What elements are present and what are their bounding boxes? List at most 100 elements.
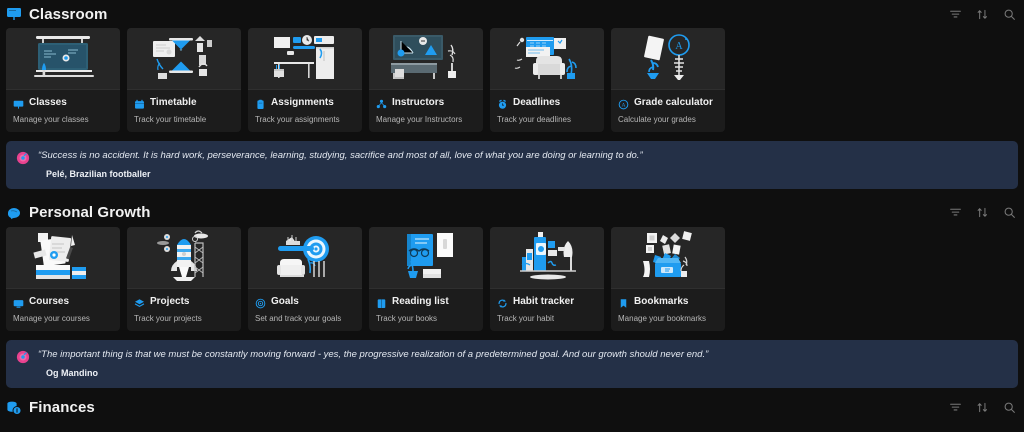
section-tools-finances (949, 401, 1016, 414)
card-subtitle: Manage your bookmarks (618, 313, 707, 323)
card-label-row: Goals (255, 295, 355, 309)
section-title-wrap: Finances (6, 399, 95, 416)
card-label-row: Projects (134, 296, 234, 307)
card-courses[interactable]: Courses Manage your courses (6, 226, 120, 331)
sort-icon[interactable] (976, 8, 989, 21)
classroom-board-icon (6, 6, 22, 22)
card-habit-tracker[interactable]: Habit tracker Track your habit (490, 226, 604, 331)
search-icon[interactable] (1003, 206, 1016, 219)
card-label-row: Deadlines (497, 97, 597, 109)
card-label-row: Timetable (134, 97, 234, 109)
card-illustration-reading (369, 226, 483, 289)
filter-icon[interactable] (949, 206, 962, 219)
card-subtitle: Set and track your goals (255, 313, 342, 323)
grade-icon: A (618, 97, 629, 110)
quote-banner-personal-growth: “The important thing is that we must be … (6, 339, 1018, 388)
card-label-row: Habit tracker (497, 295, 597, 308)
card-body: Habit tracker Track your habit (490, 289, 604, 331)
card-subtitle: Calculate your grades (618, 115, 696, 124)
filter-icon[interactable] (949, 401, 962, 414)
quote-text: “Success is no accident. It is hard work… (38, 150, 643, 161)
card-subtitle: Track your timetable (134, 115, 207, 124)
section-header-classroom: Classroom (0, 0, 1024, 28)
section-header-finances: Finances (0, 394, 1024, 422)
card-assignments[interactable]: Assignments Track your assignments (248, 28, 362, 132)
card-subtitle: Track your books (376, 313, 438, 323)
card-label-row: Instructors (376, 97, 476, 109)
card-row-personal-growth: Courses Manage your courses (0, 226, 1024, 331)
card-body: Timetable Track your timetable (127, 90, 241, 132)
card-illustration-grade: A (611, 28, 725, 90)
layers-icon (134, 296, 145, 307)
quote-banner-classroom: “Success is no accident. It is hard work… (6, 141, 1018, 189)
card-body: Classes Manage your classes (6, 90, 120, 132)
quote-content: “The important thing is that we must be … (38, 349, 708, 378)
card-label: Deadlines (513, 97, 561, 108)
bookmark-icon (618, 296, 629, 308)
calendar-icon (134, 97, 145, 109)
card-deadlines[interactable]: Deadlines Track your deadlines (490, 28, 604, 132)
sort-icon[interactable] (976, 401, 989, 414)
card-label: Timetable (150, 97, 197, 108)
section-title-wrap: Personal Growth (6, 204, 151, 221)
card-label: Habit tracker (513, 295, 575, 307)
coins-icon (6, 400, 22, 416)
card-projects[interactable]: Projects Track your projects (127, 226, 241, 331)
card-illustration-hourglass (127, 28, 241, 90)
quote-content: “Success is no accident. It is hard work… (38, 150, 643, 179)
card-label-row: Assignments (255, 97, 355, 109)
search-icon[interactable] (1003, 8, 1016, 21)
card-body: Goals Set and track your goals (248, 289, 362, 331)
section-title: Finances (29, 399, 95, 417)
card-subtitle: Manage your classes (13, 115, 89, 124)
card-subtitle: Track your assignments (255, 115, 340, 124)
card-reading-list[interactable]: Reading list Track your books (369, 226, 483, 331)
card-label-row: Courses (13, 295, 113, 308)
search-icon[interactable] (1003, 401, 1016, 414)
card-illustration-bookmarks (611, 226, 725, 289)
section-tools-classroom (949, 8, 1016, 21)
card-label-row: Classes (13, 97, 113, 109)
card-body: Instructors Manage your Instructors (369, 90, 483, 132)
card-subtitle: Track your habit (497, 313, 555, 323)
sort-icon[interactable] (976, 206, 989, 219)
card-label: Goals (271, 295, 299, 307)
card-body: Deadlines Track your deadlines (490, 90, 604, 132)
brain-icon (6, 205, 22, 221)
card-illustration-rocket (127, 226, 241, 289)
card-label-row: A Grade calculator (618, 97, 718, 110)
card-body: Reading list Track your books (369, 289, 483, 331)
card-illustration-desk (248, 28, 362, 90)
card-timetable[interactable]: Timetable Track your timetable (127, 28, 241, 132)
card-illustration-lecture (369, 28, 483, 90)
card-subtitle: Track your projects (134, 313, 202, 323)
filter-icon[interactable] (949, 8, 962, 21)
card-bookmarks[interactable]: Bookmarks Manage your bookmarks (611, 226, 725, 331)
card-illustration-books (6, 226, 120, 289)
quote-author: Og Mandino (46, 367, 98, 378)
card-illustration-armchair (490, 28, 604, 90)
section-title: Classroom (29, 5, 108, 23)
svg-text:A: A (675, 41, 683, 52)
card-classes[interactable]: Classes Manage your classes (6, 28, 120, 132)
card-label: Courses (29, 295, 70, 307)
section-header-personal-growth: Personal Growth (0, 199, 1024, 227)
card-label: Grade calculator (634, 97, 713, 108)
target-icon (255, 296, 266, 309)
section-title: Personal Growth (29, 204, 151, 222)
card-label: Classes (29, 97, 67, 108)
card-label-row: Reading list (376, 296, 476, 308)
card-goals[interactable]: Goals Set and track your goals (248, 226, 362, 331)
book-icon (376, 296, 387, 308)
svg-text:A: A (622, 103, 626, 109)
card-illustration-target (248, 226, 362, 289)
card-label: Bookmarks (634, 295, 689, 307)
card-instructors[interactable]: Instructors Manage your Instructors (369, 28, 483, 132)
card-body: Assignments Track your assignments (248, 90, 362, 132)
board-icon (13, 97, 24, 109)
quote-author: Pelé, Brazilian footballer (46, 168, 151, 179)
card-grade-calculator[interactable]: A A Grade calculator (611, 28, 725, 132)
card-subtitle: Track your deadlines (497, 115, 571, 124)
card-row-classroom: Classes Manage your classes (0, 28, 1024, 132)
